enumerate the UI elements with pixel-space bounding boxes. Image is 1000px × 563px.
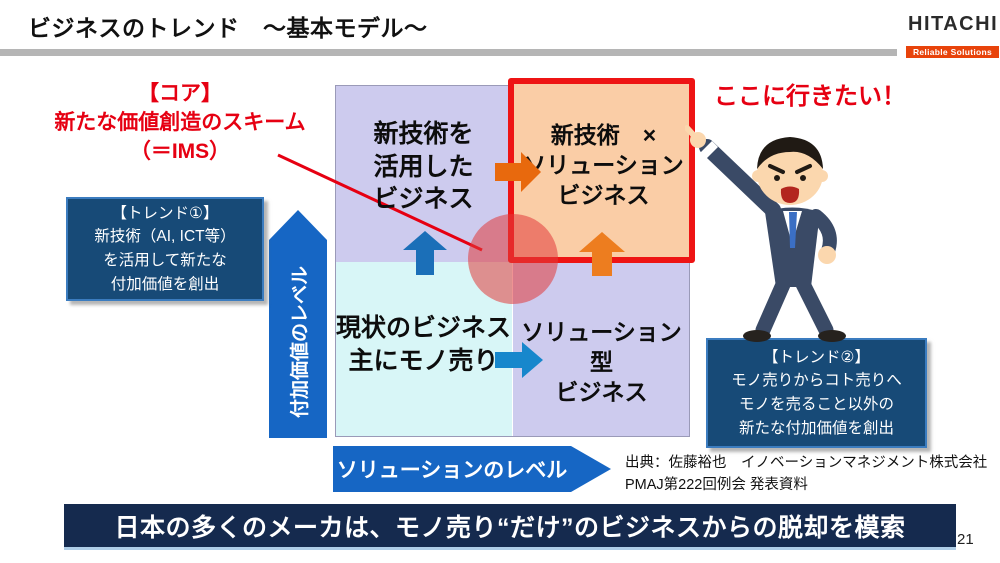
quadrant-label-top-right: 新技術 × ソリューション ビジネス <box>523 122 684 208</box>
pointing-businessman-illustration <box>685 125 846 342</box>
source-citation: 出典：佐藤裕也 イノベーションマネジメント株式会社 PMAJ第222回例会 発表… <box>625 455 988 494</box>
trend1-box: 【トレンド①】 新技術（AI, ICT等） を活用して新たな 付加価値を創出 <box>66 197 264 301</box>
core-overlap-circle <box>468 214 558 304</box>
quadrant-label-bottom-right: ソリューション型 ビジネス <box>521 319 682 405</box>
page-number: 21 <box>957 531 974 548</box>
y-axis-arrow <box>269 210 327 438</box>
quadrant-label-bottom-left: 現状のビジネス 主にモノ売り <box>335 314 511 375</box>
x-axis-arrow <box>333 446 611 492</box>
key-message-banner: 日本の多くのメーカは、モノ売り“だけ”のビジネスからの脱却を模索 <box>64 504 956 550</box>
brand-tagline-badge: Reliable Solutions <box>906 46 999 58</box>
trend2-box: 【トレンド②】 モノ売りからコト売りへ モノを売ること以外の 新たな付加価値を創… <box>706 338 927 448</box>
page-title: ビジネスのトレンド ～基本モデル～ <box>28 15 428 41</box>
header-divider <box>0 49 897 56</box>
hitachi-logo: HITACHI <box>908 13 999 35</box>
core-line-1: 【コア】 <box>138 82 222 105</box>
quadrant-label-top-left: 新技術を 活用した ビジネス <box>373 120 474 213</box>
core-line-3: （＝IMS） <box>129 139 231 163</box>
x-axis-label: ソリューションのレベル <box>336 459 568 482</box>
up-arrow-orange-icon <box>579 232 625 276</box>
right-arrow-orange-icon <box>495 152 541 192</box>
right-arrow-blue-icon <box>495 342 543 378</box>
up-arrow-blue-icon <box>403 231 447 275</box>
y-axis-label: 付加価値のレベル <box>290 266 311 419</box>
core-line-2: 新たな価値創造のスキーム <box>54 110 306 134</box>
goal-annotation: ここに行きたい！ <box>714 83 906 110</box>
core-annotation: 【コア】 新たな価値創造のスキーム （＝IMS） <box>20 80 340 167</box>
